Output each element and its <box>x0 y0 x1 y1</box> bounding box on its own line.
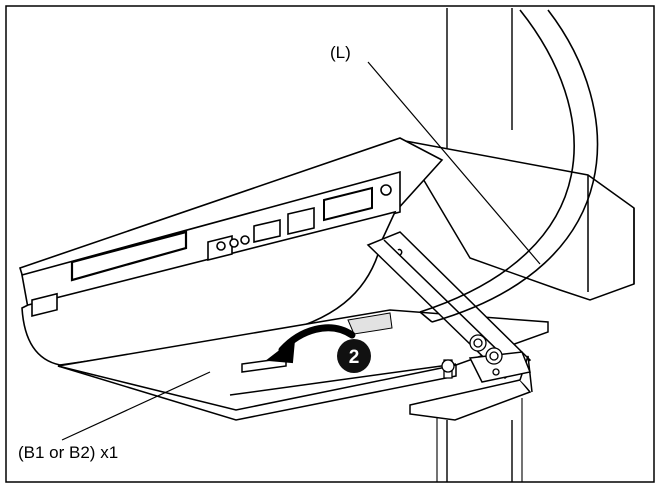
screw-icon <box>380 184 392 196</box>
label-strap: (L) <box>330 43 351 62</box>
screws <box>441 334 503 379</box>
disc-slot <box>70 230 188 282</box>
mount-body <box>398 138 635 301</box>
leader-line-bracket <box>61 371 211 441</box>
step-badge: 2 <box>337 339 371 373</box>
label-bracket: (B1 or B2) x1 <box>18 443 119 462</box>
rotate-arrow-icon <box>265 324 356 364</box>
step-number: 2 <box>349 347 360 368</box>
strap-cable <box>419 9 599 323</box>
front-slot-left <box>31 292 58 318</box>
device <box>19 137 444 367</box>
leader-line-strap <box>367 61 541 265</box>
